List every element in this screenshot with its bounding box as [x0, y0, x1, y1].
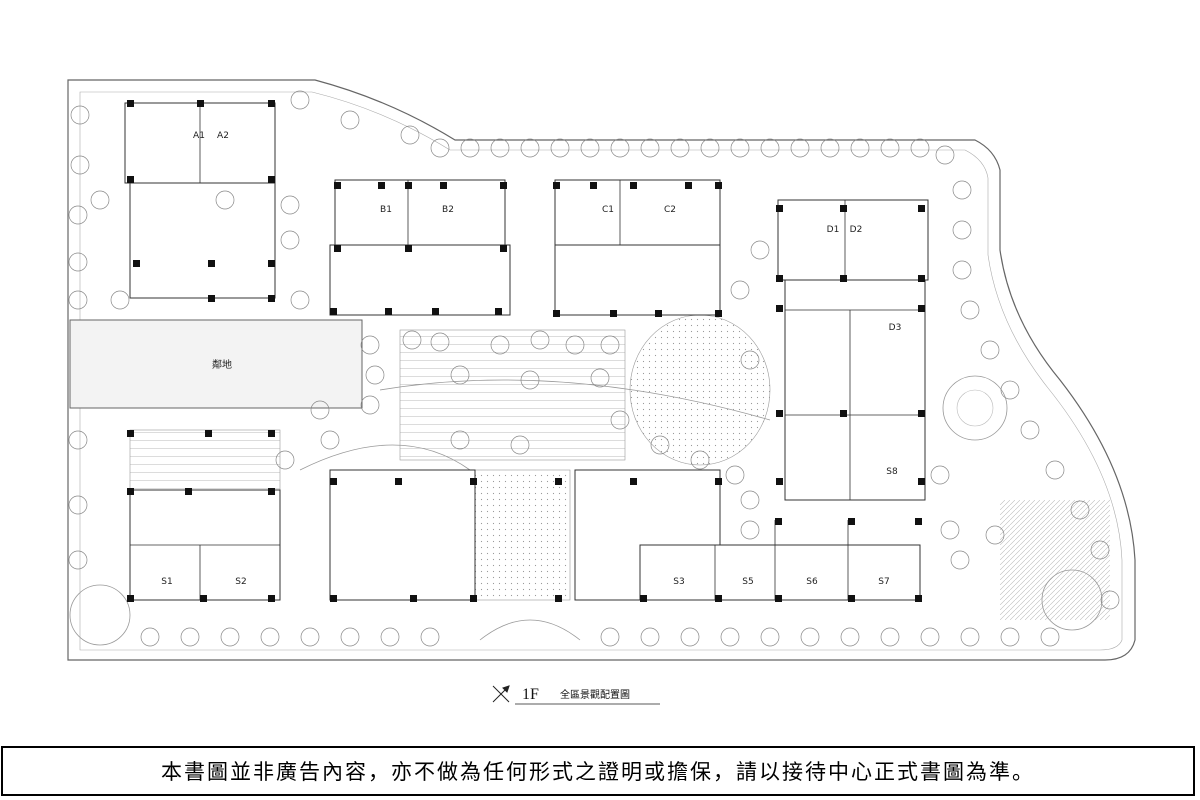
inner-boundary — [79, 91, 1123, 651]
unit-label-s5: S5 — [742, 577, 753, 587]
curved-path-2 — [299, 444, 471, 471]
stair-area — [129, 429, 281, 491]
unit-label-s3: S3 — [673, 577, 684, 587]
unit-label-b2: B2 — [442, 205, 454, 215]
unit-label-d3: D3 — [889, 323, 902, 333]
unit-label-a2: A2 — [217, 131, 229, 141]
central-courtyard — [399, 329, 626, 461]
roundabout-west — [69, 584, 131, 646]
structural-columns — [127, 100, 925, 602]
amenity-south — [329, 469, 476, 601]
unit-label-d2: D2 — [850, 225, 863, 235]
neighbor-lot: 鄰地 — [69, 319, 363, 409]
unit-label-c1: C1 — [602, 205, 614, 215]
unit-label-c2: C2 — [664, 205, 676, 215]
unit-labels: A1 A2 B1 B2 C1 C2 D1 D2 D3 S1 S2 S3 S5 S… — [161, 131, 901, 587]
east-garden — [1000, 500, 1110, 620]
unit-label-s7: S7 — [878, 577, 889, 587]
unit-label-d1: D1 — [827, 225, 840, 235]
entrance-arc — [479, 619, 581, 641]
unit-label-a1: A1 — [193, 131, 205, 141]
drawing-title: 1F 全區景觀配置圖 — [492, 685, 660, 705]
tower-d — [777, 199, 929, 281]
trees — [68, 90, 1120, 647]
plaza — [469, 469, 571, 601]
buildings — [124, 102, 929, 601]
site-plan: 鄰地 — [67, 79, 1136, 705]
tower-b — [334, 179, 506, 246]
amenity-c — [554, 244, 721, 316]
unit-label-s1: S1 — [161, 577, 172, 587]
roundabout-east-inner — [956, 389, 994, 427]
disclaimer-box: 本書圖並非廣告內容，亦不做為任何形式之證明或擔保，請以接待中心正式書圖為準。 — [1, 746, 1195, 796]
tower-c — [554, 179, 721, 246]
roundabout-east — [942, 375, 1008, 441]
unit-label-s6: S6 — [806, 577, 818, 587]
drawing-title-text: 全區景觀配置圖 — [560, 688, 630, 701]
north-arrow-icon — [492, 685, 510, 703]
disclaimer-text: 本書圖並非廣告內容，亦不做為任何形式之證明或擔保，請以接待中心正式書圖為準。 — [161, 760, 1035, 784]
tower-a-core — [129, 182, 276, 299]
curved-path — [379, 379, 771, 421]
unit-label-s2: S2 — [235, 577, 246, 587]
amenity-b — [329, 244, 511, 316]
site-boundary — [67, 79, 1136, 661]
tower-d-core — [784, 279, 926, 501]
floor-label: 1F — [522, 686, 539, 703]
neighbor-lot-label: 鄰地 — [212, 358, 232, 371]
unit-dividers — [130, 103, 925, 600]
unit-label-b1: B1 — [380, 205, 392, 215]
shops-east — [639, 544, 921, 601]
unit-label-s8: S8 — [886, 467, 898, 477]
roundabout-se — [1041, 569, 1103, 631]
